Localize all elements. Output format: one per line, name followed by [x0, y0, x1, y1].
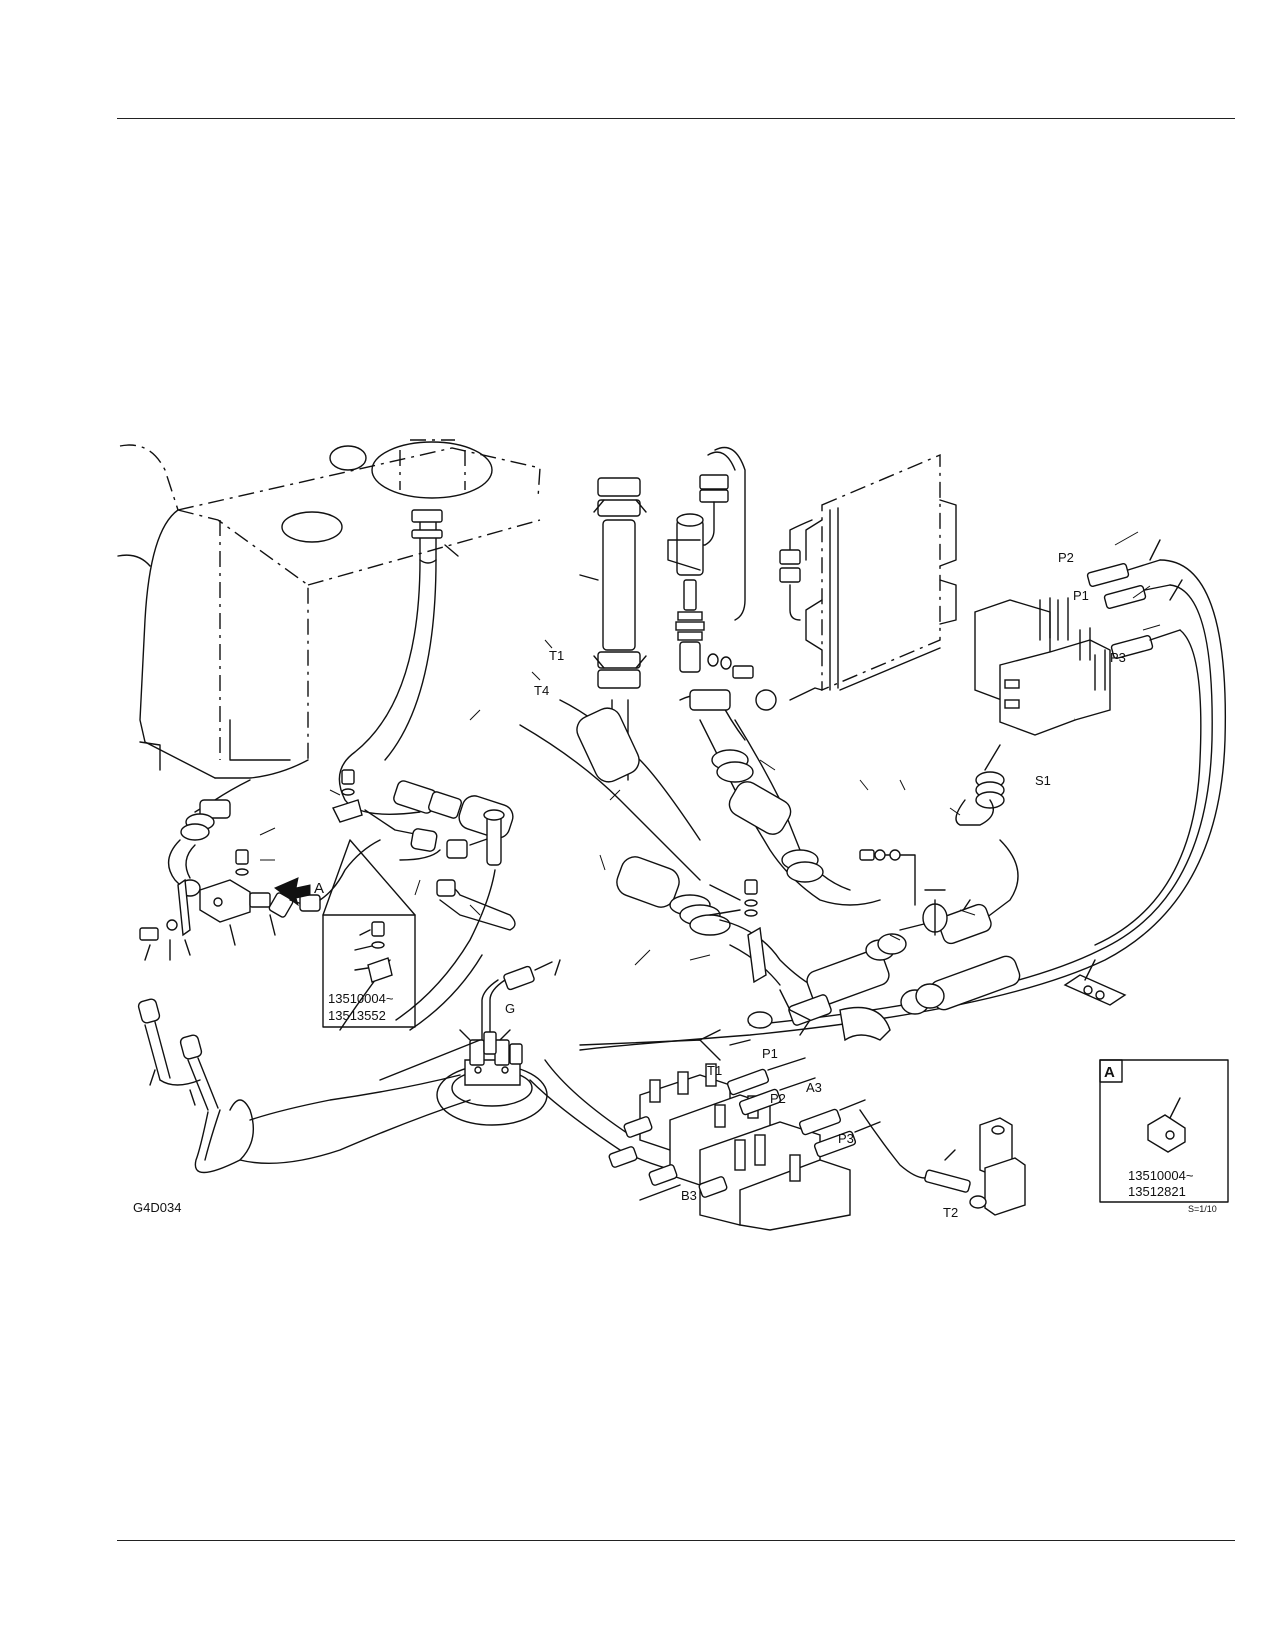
solenoid-valve [859, 1109, 1026, 1216]
detail-a-letter-box [1099, 1059, 1123, 1083]
tank-strainer [371, 441, 493, 499]
return-filter [579, 477, 647, 781]
hydraulic-tank [117, 439, 541, 779]
port-label-p3-lower: P3 [838, 1131, 854, 1146]
port-label-p1-upper: P1 [1073, 588, 1089, 603]
port-label-b3: B3 [681, 1188, 697, 1203]
clamp-inset-serial-from: 13510004~ [328, 991, 394, 1006]
port-label-p2-lower: P2 [770, 1091, 786, 1106]
detail-a-serial-from: 13510004~ [1128, 1168, 1194, 1183]
oil-cooler [779, 453, 957, 701]
bottom-rule [117, 1540, 1235, 1541]
detail-a-serial-to: 13512821 [1128, 1184, 1186, 1199]
view-a-arrow [274, 877, 311, 907]
port-label-p3-upper: P3 [1110, 650, 1126, 665]
port-label-p2-upper: P2 [1058, 550, 1074, 565]
pump-delivery-hoses [679, 689, 948, 936]
tank-filler-cap-outline [281, 511, 343, 543]
lower-control-valve [579, 1029, 881, 1231]
detail-a-letter: A [1104, 1064, 1115, 1081]
port-label-t1-tank: T1 [549, 648, 564, 663]
line-filter [667, 446, 754, 679]
port-label-a3: A3 [806, 1080, 822, 1095]
clamp-inset-frame [322, 914, 416, 1028]
suction-strainer [436, 1029, 548, 1126]
clamp-inset: 13510004~ 13513552 [322, 839, 416, 1028]
connector-block-a [199, 879, 251, 923]
port-label-t1-lower: T1 [707, 1063, 722, 1078]
detail-a-frame [1099, 1059, 1229, 1203]
callout-leaders [259, 531, 1161, 966]
figure-id: G4D034 [133, 1200, 181, 1215]
port-labels: P2 P1 P3 S1 T1 T4 P1 T1 P2 A3 P3 B3 G T2 [505, 550, 1126, 1220]
filter-bolt [732, 665, 754, 679]
view-a-arrow-label: A [314, 880, 324, 897]
center-fittings [332, 769, 767, 1041]
upper-control-valve [955, 539, 1183, 826]
detail-a-inset: A 13510004~ 13512821 [1099, 1059, 1229, 1203]
port-label-p1-lower: P1 [762, 1046, 778, 1061]
port-label-s1: S1 [1035, 773, 1051, 788]
port-label-t2: T2 [943, 1205, 958, 1220]
top-rule [117, 118, 1235, 119]
hose-bundle [579, 559, 1227, 1051]
clamp-inset-serial-to: 13513552 [328, 1008, 386, 1023]
left-connector-block: A [139, 779, 381, 961]
drawing-scale: S=1/10 [1188, 1204, 1217, 1214]
port-label-t4: T4 [534, 683, 549, 698]
port-label-g: G [505, 1001, 515, 1016]
